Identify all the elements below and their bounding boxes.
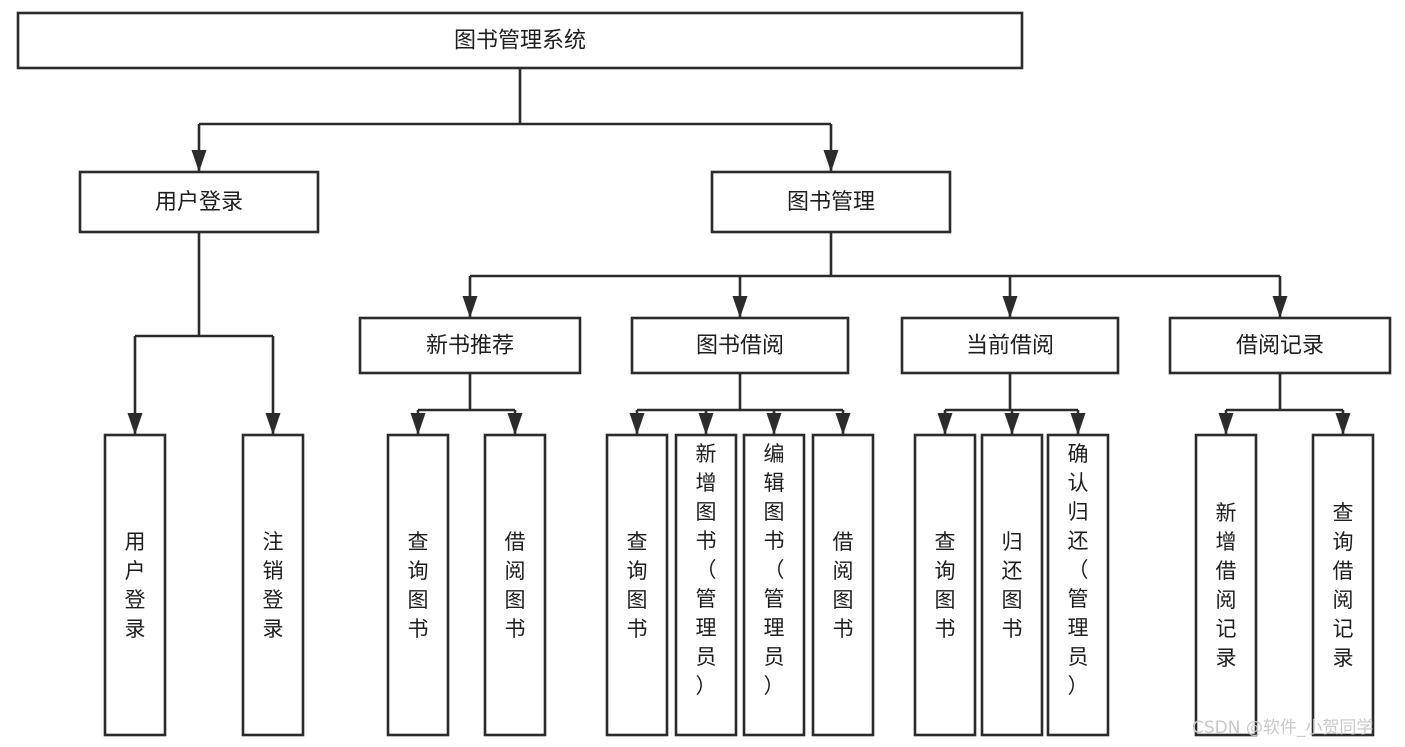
node-box-book-borrow: [630, 316, 850, 375]
node-box-leaf-query-book-recommend: [386, 433, 450, 737]
node-box-book-management: [710, 170, 952, 234]
node-leaf-add-borrow-record[interactable]: 新增借阅记录: [1194, 433, 1258, 737]
arrow-head: [629, 413, 645, 435]
node-label-leaf-query-book-recommend: 查询图书: [408, 530, 429, 641]
node-label-leaf-return-book: 归还图书: [1002, 530, 1023, 641]
arrow-head: [1335, 413, 1351, 435]
node-leaf-confirm-return[interactable]: 确认归还（管理员）: [1046, 433, 1110, 737]
node-label-leaf-user-login: 用户登录: [125, 530, 146, 641]
node-leaf-user-logout[interactable]: 注销登录: [241, 433, 305, 737]
node-leaf-query-borrow-record[interactable]: 查询借阅记录: [1311, 433, 1375, 737]
node-root[interactable]: 图书管理系统: [16, 11, 1024, 70]
node-leaf-query-book-current[interactable]: 查询图书: [913, 433, 977, 737]
node-box-leaf-borrow-book: [811, 433, 875, 737]
node-label-new-book-recommend: 新书推荐: [426, 334, 514, 359]
node-box-leaf-add-borrow-record: [1194, 433, 1258, 737]
node-label-root: 图书管理系统: [454, 29, 586, 54]
node-current-borrow[interactable]: 当前借阅: [900, 316, 1120, 375]
node-label-leaf-edit-book: 编辑图书（管理员）: [764, 442, 785, 698]
node-label-leaf-query-borrow-record: 查询借阅记录: [1333, 501, 1354, 670]
arrow-head: [698, 413, 714, 435]
node-new-book-recommend[interactable]: 新书推荐: [358, 316, 582, 375]
arrow-head: [265, 413, 281, 435]
node-box-current-borrow: [900, 316, 1120, 375]
node-box-new-book-recommend: [358, 316, 582, 375]
node-box-user-login: [78, 170, 320, 234]
arrow-head: [1004, 413, 1020, 435]
node-leaf-borrow-book-recommend[interactable]: 借阅图书: [483, 433, 547, 737]
arrow-head: [823, 150, 839, 172]
node-box-leaf-user-logout: [241, 433, 305, 737]
node-leaf-query-book-recommend[interactable]: 查询图书: [386, 433, 450, 737]
arrow-head: [191, 150, 207, 172]
node-box-leaf-edit-book: [742, 433, 806, 737]
arrow-head: [937, 413, 953, 435]
arrow-head: [127, 413, 143, 435]
node-borrow-record[interactable]: 借阅记录: [1168, 316, 1392, 375]
node-box-leaf-borrow-book-recommend: [483, 433, 547, 737]
node-label-leaf-query-book-current: 查询图书: [935, 530, 956, 641]
arrow-head: [1070, 413, 1086, 435]
arrow-head: [766, 413, 782, 435]
node-user-login[interactable]: 用户登录: [78, 170, 320, 234]
node-label-borrow-record: 借阅记录: [1236, 334, 1324, 359]
node-label-leaf-add-borrow-record: 新增借阅记录: [1216, 501, 1237, 670]
node-box-root: [16, 11, 1024, 70]
node-label-user-login: 用户登录: [155, 190, 243, 215]
node-book-management[interactable]: 图书管理: [710, 170, 952, 234]
node-label-book-management: 图书管理: [787, 190, 875, 215]
node-layer: 图书管理系统用户登录图书管理新书推荐图书借阅当前借阅借阅记录用户登录注销登录查询…: [16, 11, 1392, 737]
node-label-book-borrow: 图书借阅: [696, 334, 784, 359]
node-box-leaf-query-book-current: [913, 433, 977, 737]
node-leaf-return-book[interactable]: 归还图书: [980, 433, 1044, 737]
node-box-leaf-return-book: [980, 433, 1044, 737]
arrow-head: [462, 296, 478, 318]
node-box-borrow-record: [1168, 316, 1392, 375]
connector-layer: [127, 68, 1351, 435]
arrow-head: [1272, 296, 1288, 318]
arrow-head: [835, 413, 851, 435]
node-label-leaf-add-book: 新增图书（管理员）: [696, 442, 717, 698]
node-leaf-edit-book[interactable]: 编辑图书（管理员）: [742, 433, 806, 737]
node-label-leaf-borrow-book: 借阅图书: [833, 530, 854, 641]
node-box-leaf-confirm-return: [1046, 433, 1110, 737]
node-book-borrow[interactable]: 图书借阅: [630, 316, 850, 375]
arrow-head: [1002, 296, 1018, 318]
node-box-leaf-user-login: [103, 433, 167, 737]
watermark-label: CSDN @软件_小贺同学: [1192, 718, 1373, 738]
arrow-head: [1218, 413, 1234, 435]
node-leaf-borrow-book[interactable]: 借阅图书: [811, 433, 875, 737]
node-leaf-add-book[interactable]: 新增图书（管理员）: [674, 433, 738, 737]
arrow-head: [732, 296, 748, 318]
node-box-leaf-add-book: [674, 433, 738, 737]
node-label-current-borrow: 当前借阅: [966, 334, 1054, 359]
node-leaf-user-login[interactable]: 用户登录: [103, 433, 167, 737]
arrow-head: [410, 413, 426, 435]
node-box-leaf-query-borrow-record: [1311, 433, 1375, 737]
node-label-leaf-query-book-borrow: 查询图书: [627, 530, 648, 641]
node-leaf-query-book-borrow[interactable]: 查询图书: [605, 433, 669, 737]
arrow-head: [507, 413, 523, 435]
node-label-leaf-user-logout: 注销登录: [263, 530, 284, 641]
node-label-leaf-borrow-book-recommend: 借阅图书: [505, 530, 526, 641]
node-label-leaf-confirm-return: 确认归还（管理员）: [1068, 442, 1089, 698]
node-box-leaf-query-book-borrow: [605, 433, 669, 737]
